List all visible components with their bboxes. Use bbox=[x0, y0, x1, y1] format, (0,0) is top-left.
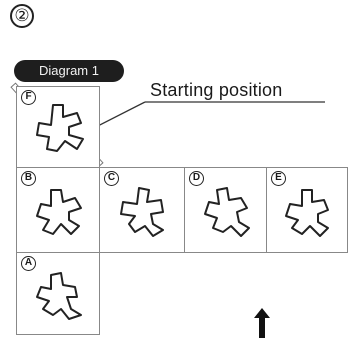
up-arrow-icon bbox=[254, 308, 270, 338]
puzzle-piece-icon bbox=[36, 189, 82, 235]
starting-position-label: Starting position bbox=[150, 80, 283, 100]
position-badge-c: C bbox=[104, 171, 119, 186]
position-cell-e: E bbox=[266, 167, 348, 253]
position-cell-c: C bbox=[99, 167, 185, 253]
position-badge-e: E bbox=[271, 171, 286, 186]
puzzle-piece-icon bbox=[36, 104, 84, 152]
puzzle-piece-icon bbox=[285, 189, 329, 237]
position-cell-a: A bbox=[16, 252, 100, 335]
position-badge-f: F bbox=[21, 90, 36, 105]
puzzle-piece-icon bbox=[36, 272, 82, 320]
position-cell-b: B bbox=[16, 167, 100, 253]
position-badge-a: A bbox=[21, 256, 36, 271]
position-badge-b: B bbox=[21, 171, 36, 186]
position-cell-d: D bbox=[184, 167, 267, 253]
position-cell-f: F bbox=[16, 86, 100, 168]
position-badge-d: D bbox=[189, 171, 204, 186]
step-number: ② bbox=[10, 4, 34, 28]
diagram-label: Diagram 1 bbox=[14, 60, 124, 82]
puzzle-piece-icon bbox=[204, 187, 250, 237]
puzzle-piece-icon bbox=[120, 187, 164, 237]
